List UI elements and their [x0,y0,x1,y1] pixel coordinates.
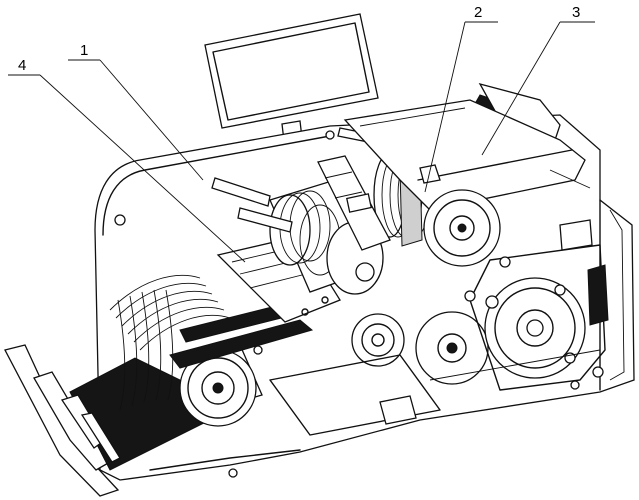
drive-disk [469,244,606,391]
intake-tray [4,344,211,497]
pressure-wheel [423,189,501,267]
side-panel [429,169,609,381]
top-cover [343,82,586,211]
callout-2: 2 [474,4,482,21]
lower-rollers [351,311,489,385]
note-stack [109,274,231,411]
callout-1: 1 [80,42,88,59]
leader-lines [8,21,595,263]
bracket-blocks [317,155,391,251]
callout-4: 4 [18,57,26,74]
base-plate [149,354,441,471]
callout-3: 3 [572,4,580,21]
